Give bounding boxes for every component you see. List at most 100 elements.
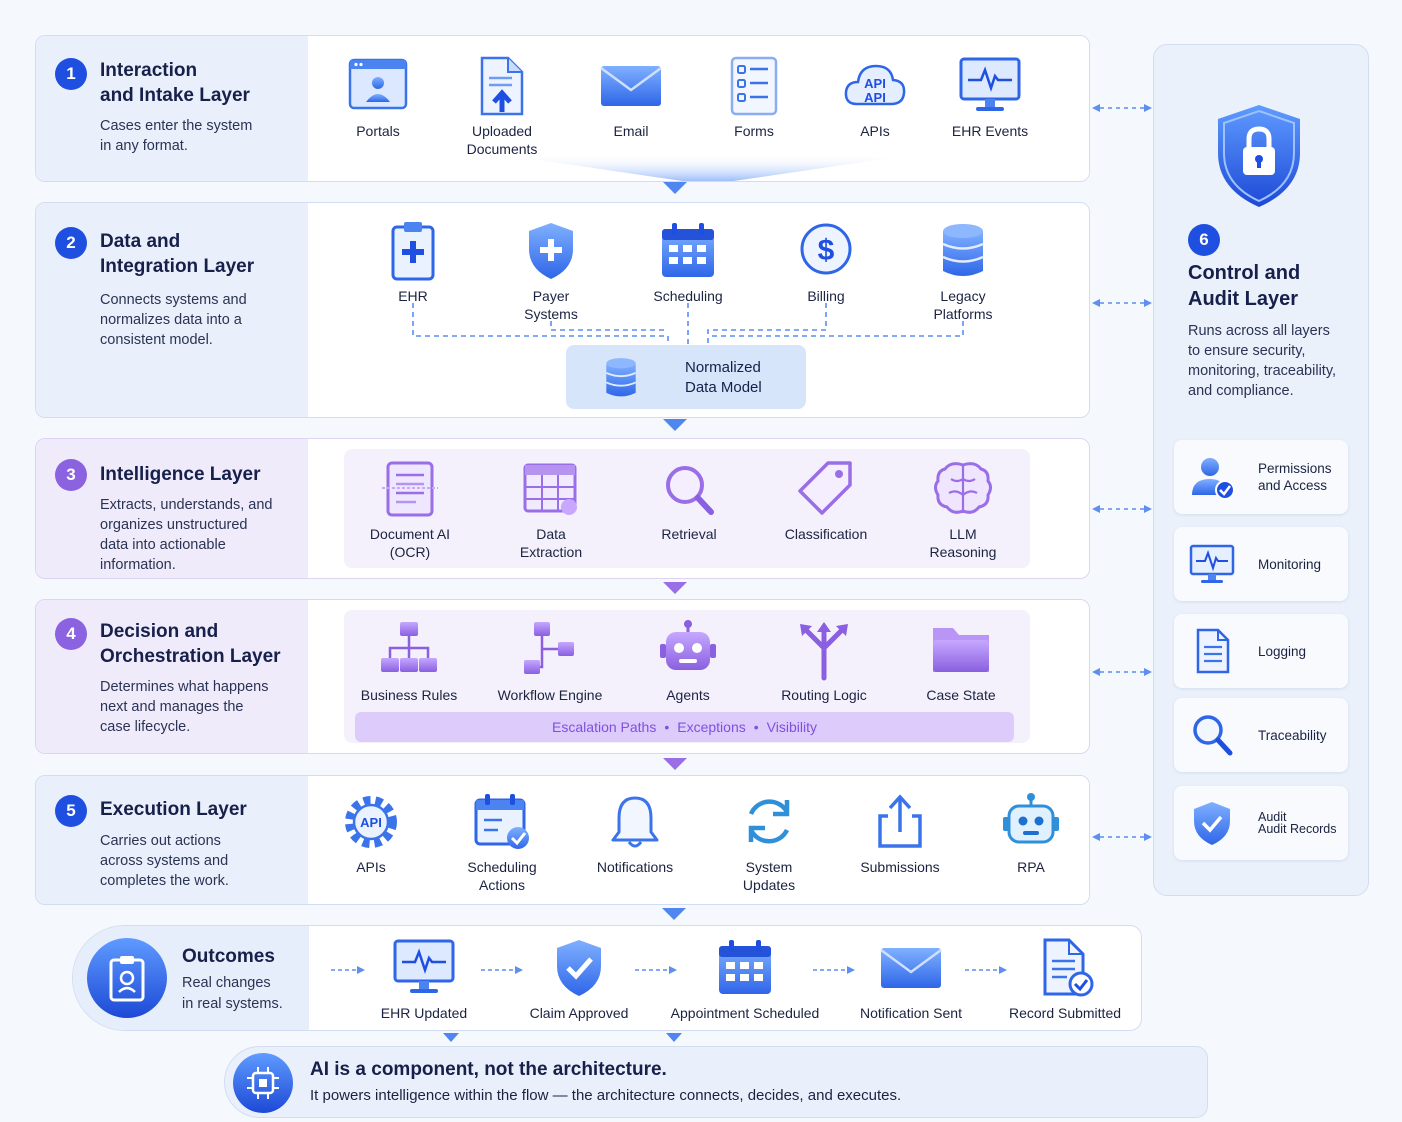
share-icon [878,794,922,848]
item-ehr-events[interactable]: EHR Events [920,54,1060,140]
item-agents[interactable]: Agents [618,618,758,704]
item-label: Case State [926,687,996,703]
item-routing-logic[interactable]: Routing Logic [754,618,894,704]
item-apis[interactable]: API APIs [301,790,441,876]
document-scan-icon [382,461,438,517]
item-label: RPA [1017,859,1045,875]
layer-title: Intelligence Layer [100,464,261,485]
calendar-icon [662,223,714,277]
item-payer-systems[interactable]: Payer Systems [481,219,621,323]
flow-arrow [663,182,687,194]
robot-icon [660,620,716,670]
control-connector [1092,668,1152,676]
normalized-data-model[interactable]: Normalized Data Model [566,345,806,409]
outcome-notification-sent[interactable]: Notification Sent [841,936,981,1022]
item-rpa[interactable]: RPA [961,790,1089,876]
control-item-label: Permissions and Access [1258,461,1332,493]
decision-layer: 4 Decision and Orchestration Layer Deter… [35,599,1090,754]
brain-icon [934,462,992,514]
item-llm-reasoning[interactable]: LLM Reasoning [893,457,1033,561]
item-label: Routing Logic [781,687,867,703]
item-label: APIs [860,123,890,139]
outcome-label: Record Submitted [1008,1005,1122,1021]
item-workflow-engine[interactable]: Workflow Engine [480,618,620,704]
flow-arrow [443,1033,459,1042]
item-label: Agents [666,687,710,703]
item-document-ai[interactable]: Document AI (OCR) [340,457,480,561]
outcome-record-submitted[interactable]: Record Submitted [995,936,1135,1022]
monitor-pulse-icon [959,57,1021,111]
item-label: System Updates [742,859,796,893]
layer-title: Data and Integration Layer [100,231,255,277]
item-data-extraction[interactable]: Data Extraction [481,457,621,561]
item-forms[interactable]: Forms [684,54,824,140]
separator-dot: • [664,719,670,735]
item-case-state[interactable]: Case State [891,618,1031,704]
integration-layer: 2 Data and Integration Layer Connects sy… [35,202,1090,418]
database-icon [605,358,637,397]
layer-items: EHR Payer Systems Scheduling $ Billing L… [308,203,1089,417]
layer-number-badge: 4 [55,618,87,650]
item-system-updates[interactable]: System Updates [699,790,839,894]
layer-description: Connects systems and normalizes data int… [100,292,247,348]
layer-number-badge: 6 [1188,224,1220,256]
layer-title: Execution Layer [100,799,247,820]
layer-number-badge: 5 [55,795,87,827]
integration-connectors [412,303,964,345]
item-legacy-platforms[interactable]: Legacy Platforms [893,219,1033,323]
outcomes-badge [87,938,167,1018]
control-item-traceability[interactable]: Traceability [1174,698,1348,772]
flow-arrow [663,419,687,431]
item-scheduling-actions[interactable]: Scheduling Actions [432,790,572,894]
item-email[interactable]: Email [561,54,701,140]
control-item-logging[interactable]: Logging [1174,614,1348,688]
layer-info: 2 Data and Integration Layer Connects sy… [36,203,308,417]
item-label: EHR [398,288,428,304]
flow-arrow [663,582,687,594]
control-item-label: Traceability [1258,727,1327,743]
outcome-label: EHR Updated [380,1005,468,1021]
item-label: APIs [356,859,386,875]
refresh-icon [748,799,790,844]
layer-description: Cases enter the system in any format. [100,118,253,154]
item-scheduling[interactable]: Scheduling [618,219,758,305]
item-label: Email [613,123,649,139]
magnifier-icon [1193,715,1233,756]
item-label: Classification [784,526,868,542]
api-gear-icon: API [345,796,397,848]
item-billing[interactable]: $ Billing [756,219,896,305]
user-check-icon [1192,458,1235,500]
medical-clipboard-icon [391,222,435,281]
control-item-permissions[interactable]: Permissions and Access [1174,440,1348,514]
item-label: Data Extraction [519,526,583,560]
item-classification[interactable]: Classification [756,457,896,543]
svg-text:$: $ [818,234,835,267]
item-label: Document AI (OCR) [369,526,451,560]
log-document-icon [1196,628,1230,674]
outcome-appointment-scheduled[interactable]: Appointment Scheduled [665,936,825,1022]
tag-icon [798,461,852,515]
ai-footer: AI is a component, not the architecture.… [224,1046,1208,1118]
layer-info: 4 Decision and Orchestration Layer Deter… [36,600,308,753]
item-notifications[interactable]: Notifications [565,790,705,876]
escalation-banner: Escalation Paths • Exceptions • Visibili… [355,712,1014,742]
execution-layer: 5 Execution Layer Carries out actions ac… [35,775,1090,905]
folder-icon [933,628,989,672]
svg-text:API: API [360,815,382,830]
item-business-rules[interactable]: Business Rules [339,618,479,704]
banner-item: Exceptions [677,719,746,735]
item-ehr[interactable]: EHR [343,219,483,305]
control-item-monitoring[interactable]: Monitoring [1174,527,1348,601]
layer-description: Determines what happens next and manages… [100,679,269,735]
outcomes-info: Outcomes Real changes in real systems. [73,926,309,1030]
item-uploaded-documents[interactable]: Uploaded Documents [432,54,572,158]
item-retrieval[interactable]: Retrieval [619,457,759,543]
outcome-claim-approved[interactable]: Claim Approved [509,936,649,1022]
workflow-icon [524,622,574,674]
layer-description: Carries out actions across systems and c… [100,833,229,889]
item-portals[interactable]: Portals [308,54,448,140]
item-submissions[interactable]: Submissions [830,790,970,876]
control-item-audit-records[interactable]: Audit Audit Records [1174,786,1348,860]
outcome-ehr-updated[interactable]: EHR Updated [354,936,494,1022]
